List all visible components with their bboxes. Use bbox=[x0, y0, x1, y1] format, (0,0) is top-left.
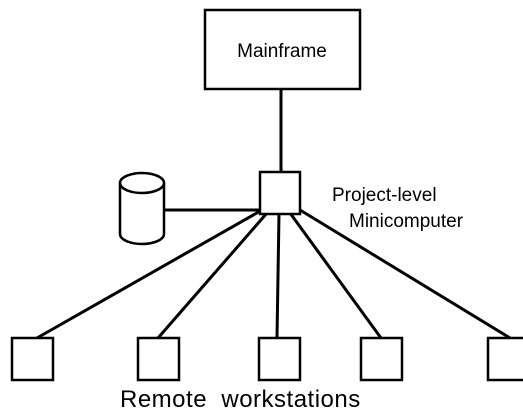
workstation-4 bbox=[359, 336, 404, 382]
mainframe-box bbox=[203, 8, 362, 91]
workstation-link-3 bbox=[275, 213, 281, 339]
disk-cylinder-icon bbox=[118, 171, 166, 246]
workstation-5 bbox=[486, 336, 523, 382]
minicomputer-node bbox=[258, 170, 302, 216]
workstation-2 bbox=[136, 336, 181, 382]
workstation-link-4 bbox=[288, 212, 383, 339]
workstations bbox=[10, 336, 523, 382]
workstations-label: Remote workstations bbox=[120, 386, 361, 413]
minicomputer-label-line2: Minicomputer bbox=[349, 211, 464, 232]
mainframe-label: Mainframe bbox=[237, 41, 327, 62]
workstation-links bbox=[36, 208, 511, 340]
workstation-link-1 bbox=[36, 208, 263, 340]
workstation-1 bbox=[10, 336, 55, 382]
minicomputer-box bbox=[258, 170, 302, 216]
minicomputer-label-line1: Project-level bbox=[332, 185, 437, 206]
workstation-link-5 bbox=[299, 208, 511, 340]
mainframe-node: Mainframe bbox=[203, 8, 362, 91]
workstation-link-2 bbox=[156, 212, 269, 339]
workstation-3 bbox=[257, 336, 302, 382]
